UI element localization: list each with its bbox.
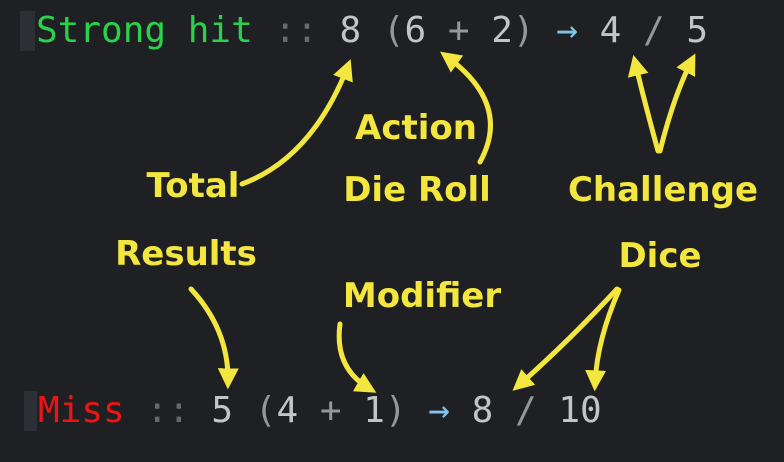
miss-line: Miss :: 5 (4 + 1) → 8 / 10 <box>24 389 602 433</box>
code-segment: ( <box>254 390 277 431</box>
strong-hit-line: Strong hit :: 8 (6 + 2) → 4 / 5 <box>20 9 708 53</box>
code-segment: ( <box>382 10 405 51</box>
code-segment <box>450 390 472 431</box>
label-die-roll: Die Roll <box>343 170 491 210</box>
cursor-block <box>24 391 37 431</box>
label-modifier: Modifier <box>342 276 502 316</box>
arrow-modifier-to-mod-value-icon <box>336 321 377 393</box>
code-segment: / <box>621 10 687 51</box>
code-segment <box>535 10 557 51</box>
code-segment: / <box>493 390 559 431</box>
label-dice: Dice <box>618 236 702 276</box>
arrow-challenge-to-die1-icon <box>627 54 661 154</box>
code-segment: 5 <box>686 10 709 51</box>
arrow-results-to-total-icon <box>188 286 239 390</box>
code-segment: 4 <box>276 390 299 431</box>
arrow-dice-to-challenge1-icon <box>512 286 620 391</box>
cursor-block <box>20 11 35 51</box>
code-segment: 6 <box>404 10 427 51</box>
arrow-total-to-action-score-icon <box>239 59 353 187</box>
code-segment: Strong hit <box>36 10 253 51</box>
code-segment: :: <box>252 10 340 51</box>
label-action: Action <box>355 108 477 148</box>
arrow-challenge-to-die2-icon <box>657 53 696 154</box>
code-segment: :: <box>124 390 212 431</box>
code-segment: 8 <box>339 10 362 51</box>
strong-hit-text: Strong hit :: 8 (6 + 2) → 4 / 5 <box>36 9 708 53</box>
code-segment: ) <box>384 390 407 431</box>
code-segment: + <box>426 10 492 51</box>
code-segment: 1 <box>363 390 385 431</box>
code-segment: 4 <box>599 10 622 51</box>
code-segment <box>233 390 255 431</box>
code-segment: 8 <box>471 390 494 431</box>
code-segment: 10 <box>558 390 602 431</box>
arrow-dice-to-challenge2-icon <box>585 287 622 392</box>
code-segment <box>361 10 383 51</box>
label-challenge: Challenge <box>567 170 759 210</box>
code-segment <box>578 10 600 51</box>
code-segment: 5 <box>211 390 234 431</box>
miss-text: Miss :: 5 (4 + 1) → 8 / 10 <box>38 389 602 433</box>
code-segment: → <box>428 390 450 431</box>
label-total: Total <box>146 166 240 206</box>
code-segment: Miss <box>38 390 125 431</box>
code-segment <box>407 390 429 431</box>
code-segment: 2 <box>491 10 513 51</box>
code-segment: + <box>298 390 364 431</box>
label-results: Results <box>115 234 257 274</box>
code-segment: → <box>556 10 578 51</box>
code-segment: ) <box>512 10 535 51</box>
